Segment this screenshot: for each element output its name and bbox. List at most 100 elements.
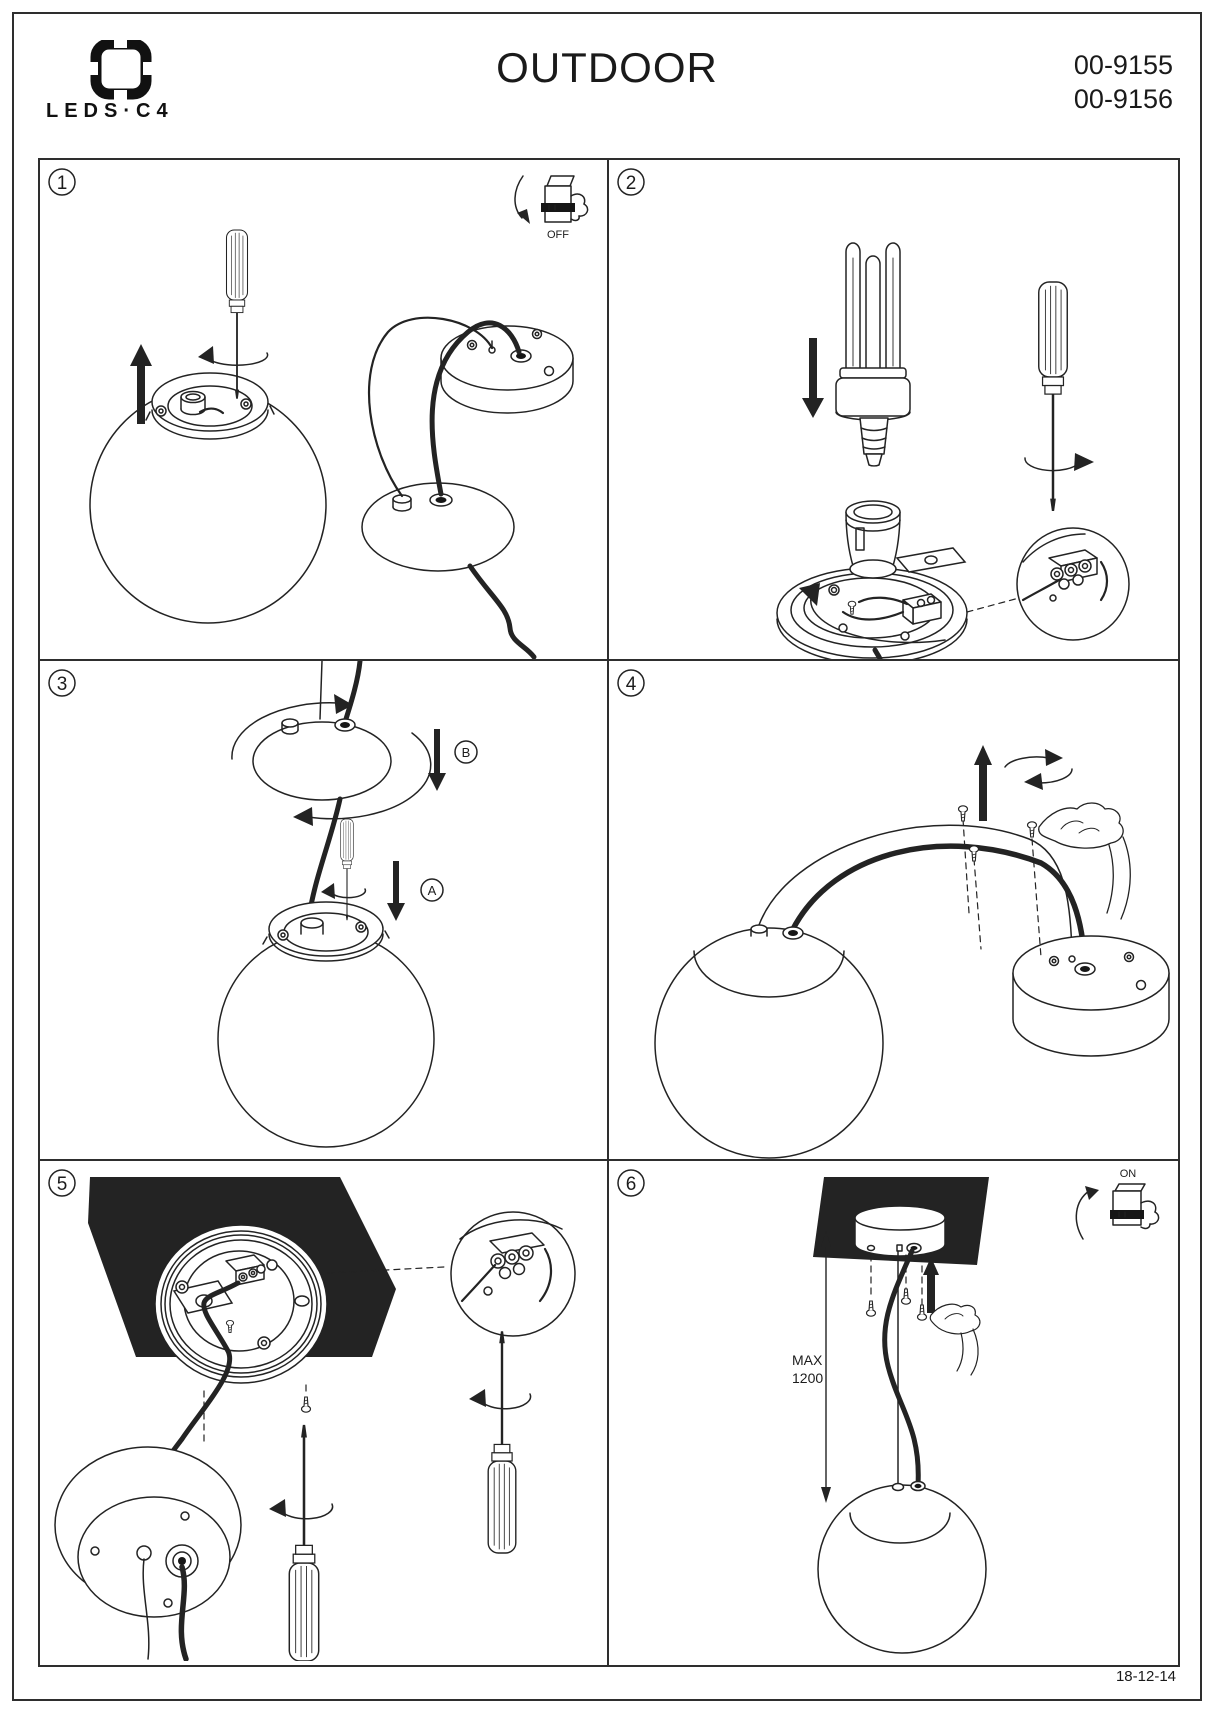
step-badge: 4 bbox=[617, 669, 645, 697]
svg-text:5: 5 bbox=[57, 1174, 68, 1195]
wire bbox=[857, 596, 909, 606]
globe-diffuser bbox=[817, 1480, 987, 1654]
rotation-arrow-icon bbox=[231, 694, 432, 826]
page-title: OUTDOOR bbox=[496, 44, 718, 91]
product-code: 00-9155 bbox=[1073, 50, 1173, 80]
fixing-screw bbox=[300, 1396, 312, 1413]
power-cable bbox=[307, 796, 343, 914]
svg-text:B: B bbox=[462, 745, 471, 760]
screwdriver-icon bbox=[469, 1330, 532, 1555]
switch-on-icon: ON bbox=[1075, 1168, 1160, 1240]
page-border bbox=[12, 12, 1202, 1701]
dimension-label: MAX bbox=[792, 1352, 823, 1368]
wire bbox=[841, 610, 905, 621]
wires bbox=[758, 824, 1088, 970]
switch-state-label: OFF bbox=[547, 229, 569, 241]
marker-a: A bbox=[387, 861, 444, 921]
ceiling-canopy bbox=[1012, 935, 1170, 1057]
terminal-block bbox=[902, 593, 942, 625]
screwdriver-icon bbox=[198, 229, 269, 400]
panel-step-4: 4 bbox=[617, 669, 1170, 1159]
step-badge: 6 bbox=[617, 1169, 645, 1197]
rotation-arrow-icon bbox=[1004, 749, 1073, 790]
down-arrow-icon bbox=[428, 729, 446, 791]
hand-icon bbox=[929, 1303, 981, 1376]
brand-name: LEDS·C4 bbox=[46, 100, 174, 122]
power-cable bbox=[790, 843, 1088, 970]
panel-step-6: 6 bbox=[617, 1168, 1160, 1654]
magnifier-detail bbox=[450, 1211, 576, 1337]
up-arrow-icon bbox=[974, 745, 992, 821]
wire bbox=[1021, 578, 1061, 602]
ceiling-canopy-bottom bbox=[54, 1446, 242, 1661]
power-cable bbox=[882, 1248, 921, 1488]
switch-off-icon: OFF bbox=[514, 175, 589, 241]
svg-text:6: 6 bbox=[626, 1174, 637, 1195]
rotation-arrow-icon bbox=[469, 1389, 486, 1407]
ceiling-canopy bbox=[854, 1205, 946, 1257]
metal-bracket bbox=[895, 547, 967, 573]
dashed-guide bbox=[962, 818, 970, 914]
panel-step-1: 1 OFF bbox=[48, 168, 589, 659]
power-cable bbox=[872, 647, 883, 659]
dashed-guide bbox=[1031, 838, 1042, 958]
shade-dome bbox=[252, 718, 392, 801]
step-badge: 2 bbox=[617, 168, 645, 196]
up-arrow-icon bbox=[923, 1257, 939, 1313]
down-arrow-icon bbox=[387, 861, 405, 921]
power-cable bbox=[178, 1564, 189, 1661]
mounting-plate bbox=[154, 1224, 328, 1468]
wire bbox=[460, 1263, 497, 1303]
hand-icon bbox=[1038, 802, 1131, 920]
lamp-holder bbox=[845, 500, 901, 579]
dashed-guide bbox=[973, 858, 982, 950]
suspension-wire bbox=[319, 661, 323, 720]
rotation-arrow-icon bbox=[1074, 453, 1094, 471]
rotation-arrow-icon bbox=[810, 593, 946, 644]
globe-diffuser bbox=[217, 901, 435, 1148]
terminal-block bbox=[489, 1232, 545, 1280]
lamp-holder-plate bbox=[776, 500, 968, 659]
panel-step-2: 2 bbox=[617, 168, 1130, 659]
panel-step-5: 5 bbox=[48, 1169, 576, 1661]
screwdriver-icon bbox=[321, 818, 367, 921]
switch-state-label: ON bbox=[1120, 1168, 1137, 1180]
lamp-socket bbox=[180, 390, 206, 416]
globe-diffuser bbox=[654, 924, 884, 1159]
grid-divider bbox=[40, 1159, 1178, 1161]
up-arrow-icon bbox=[130, 344, 152, 424]
cfl-bulb bbox=[835, 242, 911, 467]
screwdriver-icon bbox=[269, 1423, 334, 1661]
step-badge: 5 bbox=[48, 1169, 76, 1197]
magnifier-detail bbox=[1016, 527, 1130, 641]
dome-cap-seam bbox=[693, 950, 845, 998]
power-cable bbox=[467, 563, 537, 659]
grid-divider bbox=[40, 659, 1178, 661]
marker-b: B bbox=[428, 729, 478, 791]
down-arrow-icon bbox=[802, 338, 824, 418]
brand-logo-icon bbox=[87, 40, 154, 100]
ceiling-canopy bbox=[440, 325, 574, 414]
svg-text:A: A bbox=[428, 883, 437, 898]
fixing-screws bbox=[957, 805, 1042, 958]
globe-diffuser bbox=[89, 372, 327, 624]
svg-text:2: 2 bbox=[626, 173, 637, 194]
panel-step-3: 3 B bbox=[48, 661, 478, 1148]
grid-divider bbox=[607, 160, 609, 1665]
step-badge: 3 bbox=[48, 669, 76, 697]
svg-text:1: 1 bbox=[57, 173, 68, 194]
dome-cap-seam bbox=[849, 1512, 951, 1544]
suspension-wire bbox=[368, 316, 494, 498]
rotation-arrow-icon bbox=[321, 883, 335, 899]
revision-date: 18-12-14 bbox=[1115, 1668, 1176, 1685]
product-codes: 00-9155 00-9156 bbox=[1074, 48, 1173, 116]
metal-bracket bbox=[172, 1280, 234, 1314]
shade-dome bbox=[361, 482, 515, 572]
wire bbox=[1099, 560, 1109, 602]
wire bbox=[538, 1247, 553, 1303]
power-cable bbox=[343, 661, 363, 722]
dashed-guide bbox=[327, 1266, 445, 1274]
terminal-block bbox=[225, 1254, 266, 1286]
step-badge: 1 bbox=[48, 168, 76, 196]
